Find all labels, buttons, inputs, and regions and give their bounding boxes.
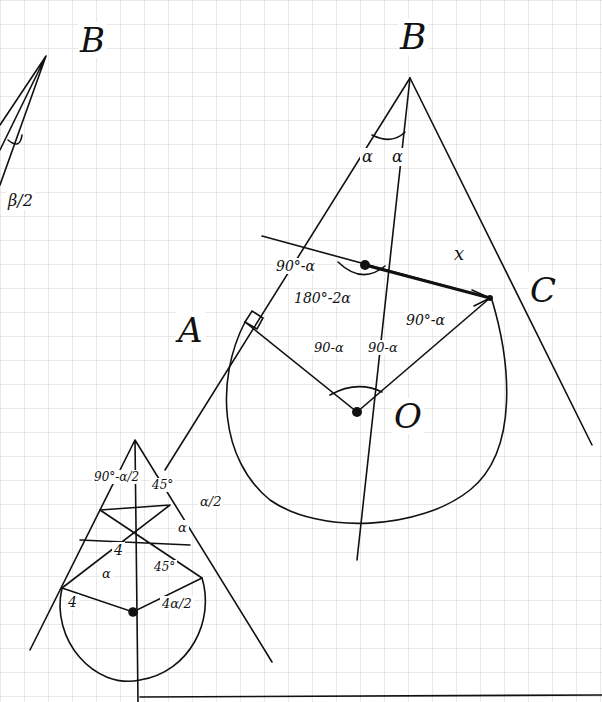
figure-label: α (100, 566, 113, 581)
circle (60, 578, 205, 681)
angle-arc (8, 135, 22, 144)
figure-label: 4α/2 (160, 596, 194, 611)
figure-label: 45° (152, 560, 177, 574)
angle-arc (372, 132, 405, 139)
figure-label: x (452, 244, 466, 264)
figure-label: A (176, 312, 205, 348)
figure-label: B (78, 22, 107, 58)
right-angle (245, 311, 263, 329)
figure-label: 4 (112, 542, 125, 558)
figure-label: 90-α (312, 340, 346, 355)
point (487, 295, 493, 301)
segment-x (365, 265, 490, 298)
construction-lines (62, 505, 202, 612)
figure-label: B (398, 18, 428, 56)
figure-label: 45° (150, 478, 175, 492)
tangent-line (410, 78, 592, 445)
figure-label: α (390, 148, 405, 166)
page-edge (140, 695, 602, 697)
figure-label: β/2 (6, 192, 35, 210)
angle-arc (330, 387, 382, 395)
small-triangle (0, 56, 46, 185)
figure-label: 4 (66, 594, 79, 610)
figure-label: 90°-α/2 (92, 470, 141, 484)
figure-label: 180°-2α (292, 290, 353, 306)
center-dot (129, 608, 137, 616)
drawing (0, 56, 602, 702)
figure-label: α (360, 148, 375, 166)
center-dot (352, 407, 362, 417)
bisector-line (357, 78, 410, 560)
figure-label: α (176, 520, 189, 535)
figure-label: 90°-α (404, 312, 447, 328)
small-triangle (30, 440, 272, 702)
circle (226, 300, 506, 523)
point (360, 260, 370, 270)
figure-label: α/2 (198, 494, 223, 509)
radius (245, 298, 490, 412)
figure-label: C (528, 272, 558, 308)
figure-label: 90°-α (274, 258, 317, 274)
figure-label: O (392, 398, 424, 434)
tangent-segment (262, 236, 490, 298)
figure-label: 90-α (366, 340, 400, 355)
